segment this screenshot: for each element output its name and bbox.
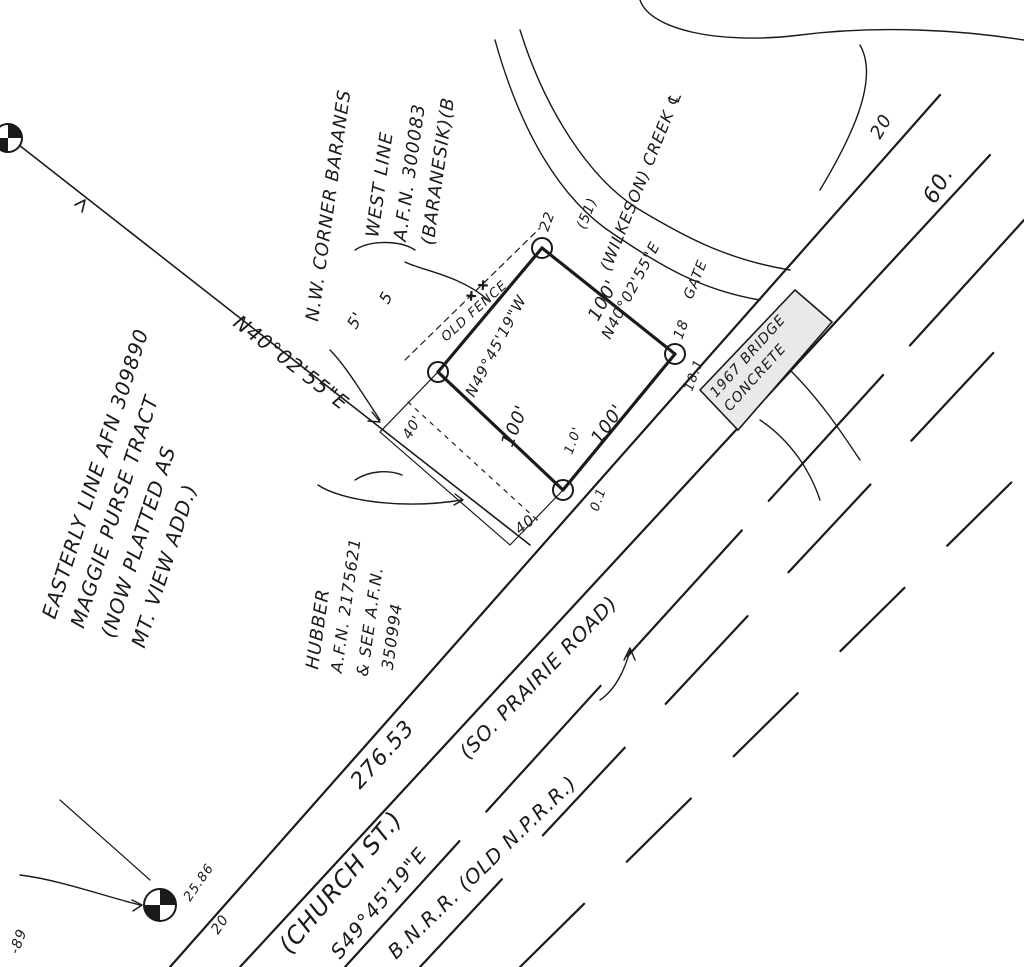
nw-corner-label: N.W. CORNER BARANES [302, 88, 355, 323]
dim-100-left: 100' [497, 402, 533, 450]
easterly-line-note: EASTERLY LINE AFN 309890 MAGGIE PURSE TR… [37, 326, 202, 651]
gate-label: GATE [681, 258, 711, 302]
dim-2586-label: 25.86 [181, 861, 218, 904]
survey-monument-top [0, 123, 23, 153]
hubber-afn-number: 350994 [378, 602, 406, 671]
dim-20-bottom: 20 [208, 912, 232, 937]
five-label: 5 [375, 288, 397, 307]
creek-label: (WILKESON) CREEK ℄ [596, 88, 686, 274]
forty-ft-label: 40' [400, 413, 426, 442]
easterly-line [9, 137, 531, 546]
dim-22-label: 22 [537, 209, 559, 233]
dim-100-bottom: 100' [587, 400, 629, 448]
strip-boxes [379, 371, 564, 546]
dim-10-label: 1.0' [562, 425, 586, 457]
dim-89-label: -89 [7, 927, 31, 957]
creek-number: (51) [574, 195, 601, 231]
creek-curves [494, 0, 1024, 501]
bearing-ne-label: N40°02'55"E [229, 310, 354, 415]
west-line-note: WEST LINE A.F.N. 300083 (BARANESIK)(B [362, 96, 459, 247]
five-ft-label: 5' [343, 308, 368, 332]
old-fence-line: × × [404, 227, 541, 361]
dim-60-label: 60. [919, 163, 960, 208]
dim-20-top: 20 [866, 110, 897, 142]
dim-18-label: 18 [671, 317, 693, 341]
survey-monument-bottom [19, 799, 177, 922]
corner-monuments [427, 237, 686, 501]
bridge-box [698, 288, 834, 432]
hubber-note: HUBBER A.F.N. 2175621 & SEE A.F.N. 35099… [302, 537, 406, 678]
road-lines [168, 93, 1024, 967]
leader-lines [317, 241, 636, 701]
